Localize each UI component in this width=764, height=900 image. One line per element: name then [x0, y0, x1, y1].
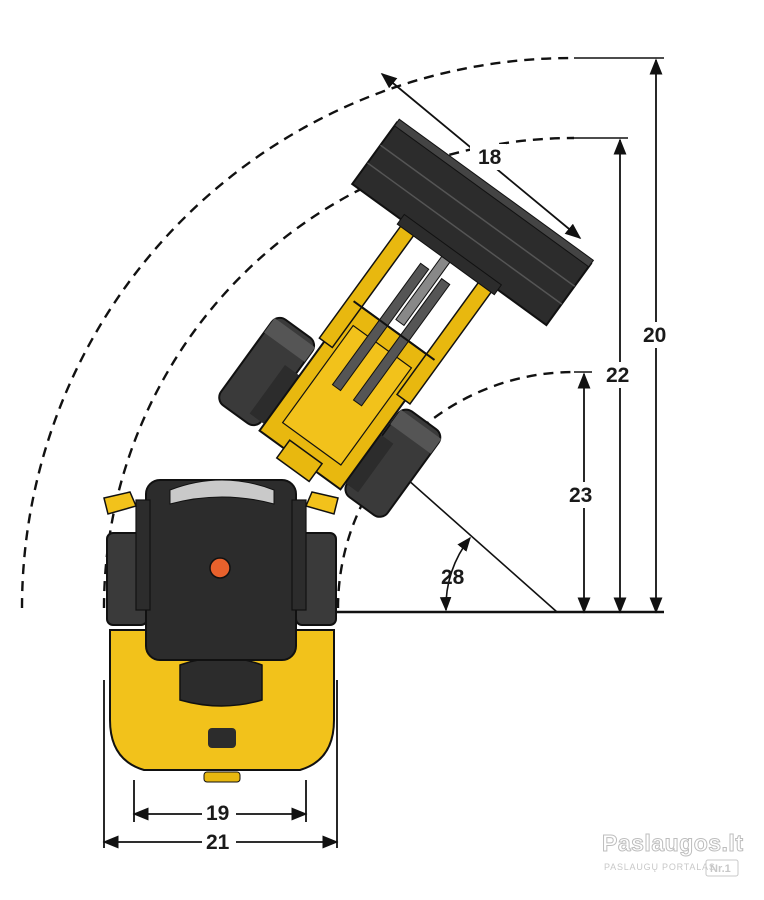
label-outer-turning-radius: 20	[643, 324, 666, 347]
label-tire-width: 19	[206, 802, 229, 825]
inner-turning-arc	[336, 370, 575, 609]
beacon-light	[209, 557, 231, 579]
watermark-badge: Nr.1	[710, 863, 731, 875]
watermark-tagline: PASLAUGŲ PORTALAS	[604, 862, 716, 872]
front-frame	[218, 118, 595, 518]
label-overall-width: 21	[206, 831, 230, 854]
label-bucket-edge-radius: 22	[606, 364, 629, 387]
extension-lines	[574, 57, 664, 373]
watermark: Paslaugos.lt PASLAUGŲ PORTALAS Nr.1	[602, 830, 743, 877]
right-mirror	[304, 491, 339, 515]
label-inner-turning-radius: 23	[569, 484, 592, 507]
left-mirror	[103, 491, 138, 515]
watermark-brand: Paslaugos.lt	[602, 830, 743, 856]
label-articulation-angle: 28	[441, 566, 465, 589]
rear-frame	[103, 479, 339, 783]
label-bucket-width: 18	[478, 146, 502, 169]
